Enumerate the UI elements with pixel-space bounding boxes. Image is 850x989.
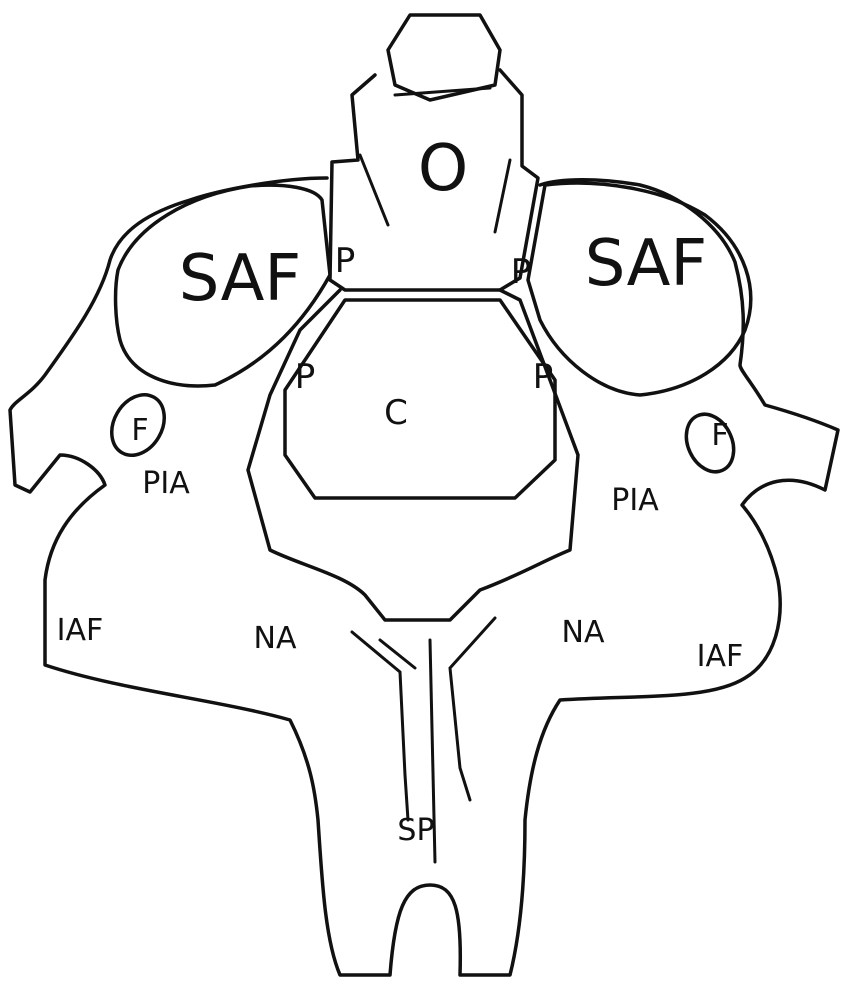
label-p-upper-left: P bbox=[335, 241, 356, 281]
label-pia-right: PIA bbox=[611, 483, 659, 518]
label-saf-left: SAF bbox=[179, 242, 301, 316]
label-na-left: NA bbox=[254, 621, 297, 656]
vertebra-outline bbox=[10, 178, 838, 975]
label-p-lower-right: P bbox=[533, 357, 554, 397]
f-right-outline bbox=[677, 407, 742, 480]
canal-inner bbox=[285, 300, 555, 498]
label-pia-left: PIA bbox=[142, 466, 190, 501]
label-p-lower-left: P bbox=[295, 357, 316, 397]
label-p-upper-right: P bbox=[511, 252, 532, 292]
label-f-left: F bbox=[131, 413, 148, 448]
label-f-right: F bbox=[711, 418, 728, 453]
label-na-right: NA bbox=[562, 615, 605, 650]
label-canal: C bbox=[384, 393, 408, 433]
label-sp: SP bbox=[397, 813, 434, 848]
label-iaf-left: IAF bbox=[57, 613, 104, 648]
label-iaf-right: IAF bbox=[697, 639, 744, 674]
label-odontoid: O bbox=[418, 132, 468, 206]
label-saf-right: SAF bbox=[585, 227, 707, 301]
